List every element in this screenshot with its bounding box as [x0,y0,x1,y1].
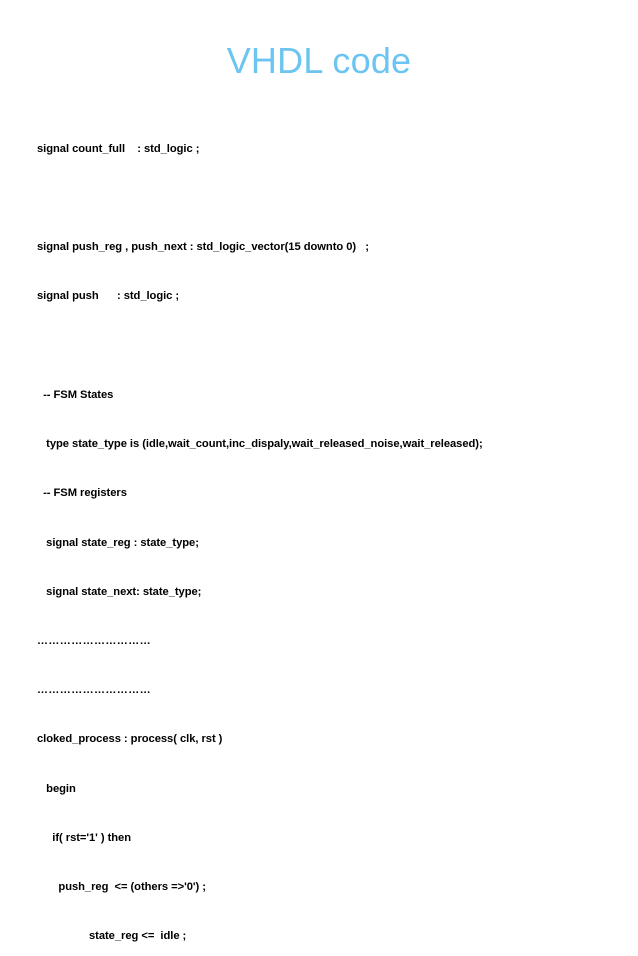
code-line: signal state_reg : state_type; [37,536,199,549]
code-line: signal push_reg , push_next : std_logic_… [37,241,369,254]
code-block: signal count_full : std_logic ; signal p… [37,108,617,956]
code-separator-line: ………………………… [37,634,151,647]
code-line: push_reg <= (others =>'0') ; [37,881,206,894]
code-line: signal push : std_logic ; [37,290,180,303]
code-separator-line: ………………………… [37,684,151,697]
page-title: VHDL code [226,40,412,81]
code-line: -- FSM States [37,388,114,401]
code-line: state_reg <= idle ; [37,930,187,943]
code-line: if( rst='1' ) then [37,831,131,844]
code-line: type state_type is (idle,wait_count,inc_… [37,438,483,451]
code-line [37,190,617,206]
code-line: -- FSM registers [37,487,127,500]
slide-canvas: VHDL code signal count_full : std_logic … [37,40,483,943]
code-line: cloked_process : process( clk, rst ) [37,733,223,746]
code-line: begin [37,782,76,795]
code-line: signal count_full : std_logic ; [37,142,200,155]
code-line [37,338,617,354]
code-line: signal state_next: state_type; [37,585,202,598]
